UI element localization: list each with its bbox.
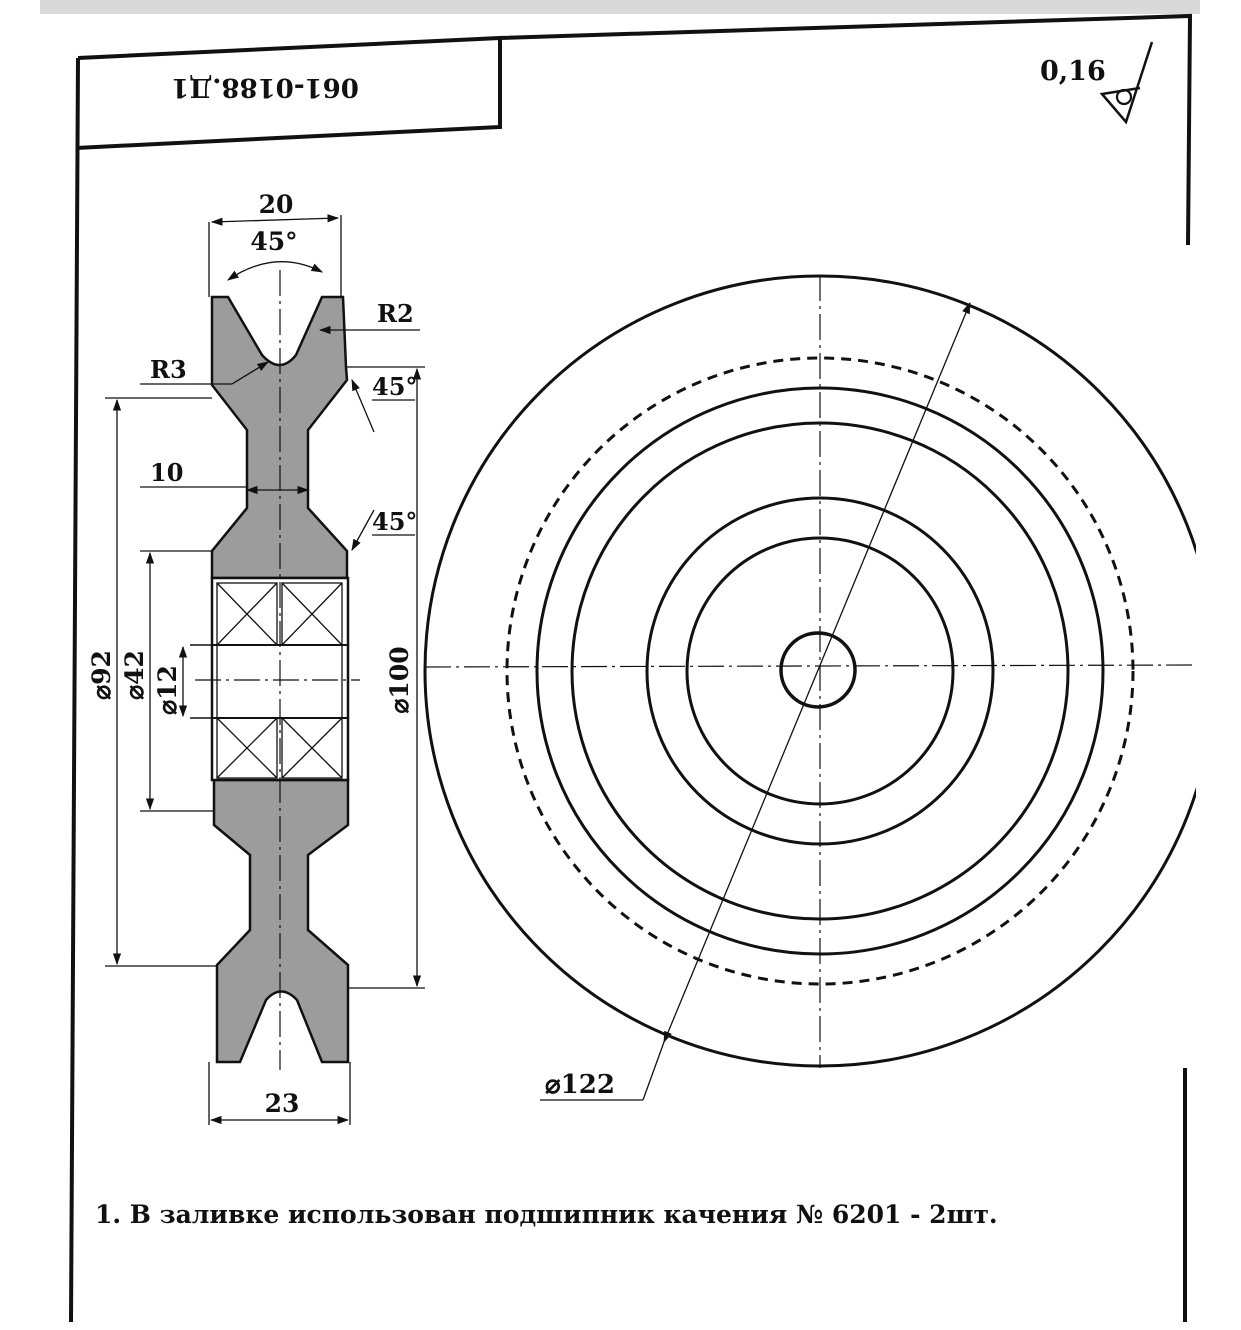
pulley-section-lower (212, 778, 350, 1064)
drawing-frame (69, 13, 1193, 1323)
front-view: ⌀122 (423, 274, 1196, 1101)
dim-dia-92: ⌀92 (87, 650, 116, 700)
dim-web-10: 10 (150, 458, 183, 487)
section-dimensions: 20 45° R2 R3 45° 45° 10 ⌀92 ⌀42 ⌀1 (87, 190, 425, 1125)
drawing-note: 1. В заливке использован подшипник качен… (95, 1200, 998, 1229)
dim-radius-r3: R3 (150, 355, 187, 384)
bearing-hatching (212, 582, 348, 779)
dim-dia-100: ⌀100 (385, 646, 414, 713)
section-view (190, 270, 360, 1070)
dim-dia-42: ⌀42 (120, 650, 149, 700)
groove-circle-dashed (505, 356, 1135, 986)
drawing-code: 061-0188.Д1 (171, 72, 359, 102)
scan-top-shadow (40, 0, 1200, 14)
roughness-symbol: 0,16 (1040, 41, 1154, 125)
dim-chamfer-upper: 45° (372, 372, 417, 401)
dim-chamfer-lower: 45° (372, 507, 417, 536)
dim-dia-12: ⌀12 (153, 665, 182, 715)
dim-width-20: 20 (259, 190, 294, 219)
roughness-value: 0,16 (1040, 56, 1106, 87)
dim-dia-122: ⌀122 (545, 1070, 615, 1100)
dim-width-23: 23 (265, 1089, 300, 1118)
dim-groove-angle: 45° (250, 227, 297, 256)
dim-radius-r2: R2 (377, 299, 414, 328)
